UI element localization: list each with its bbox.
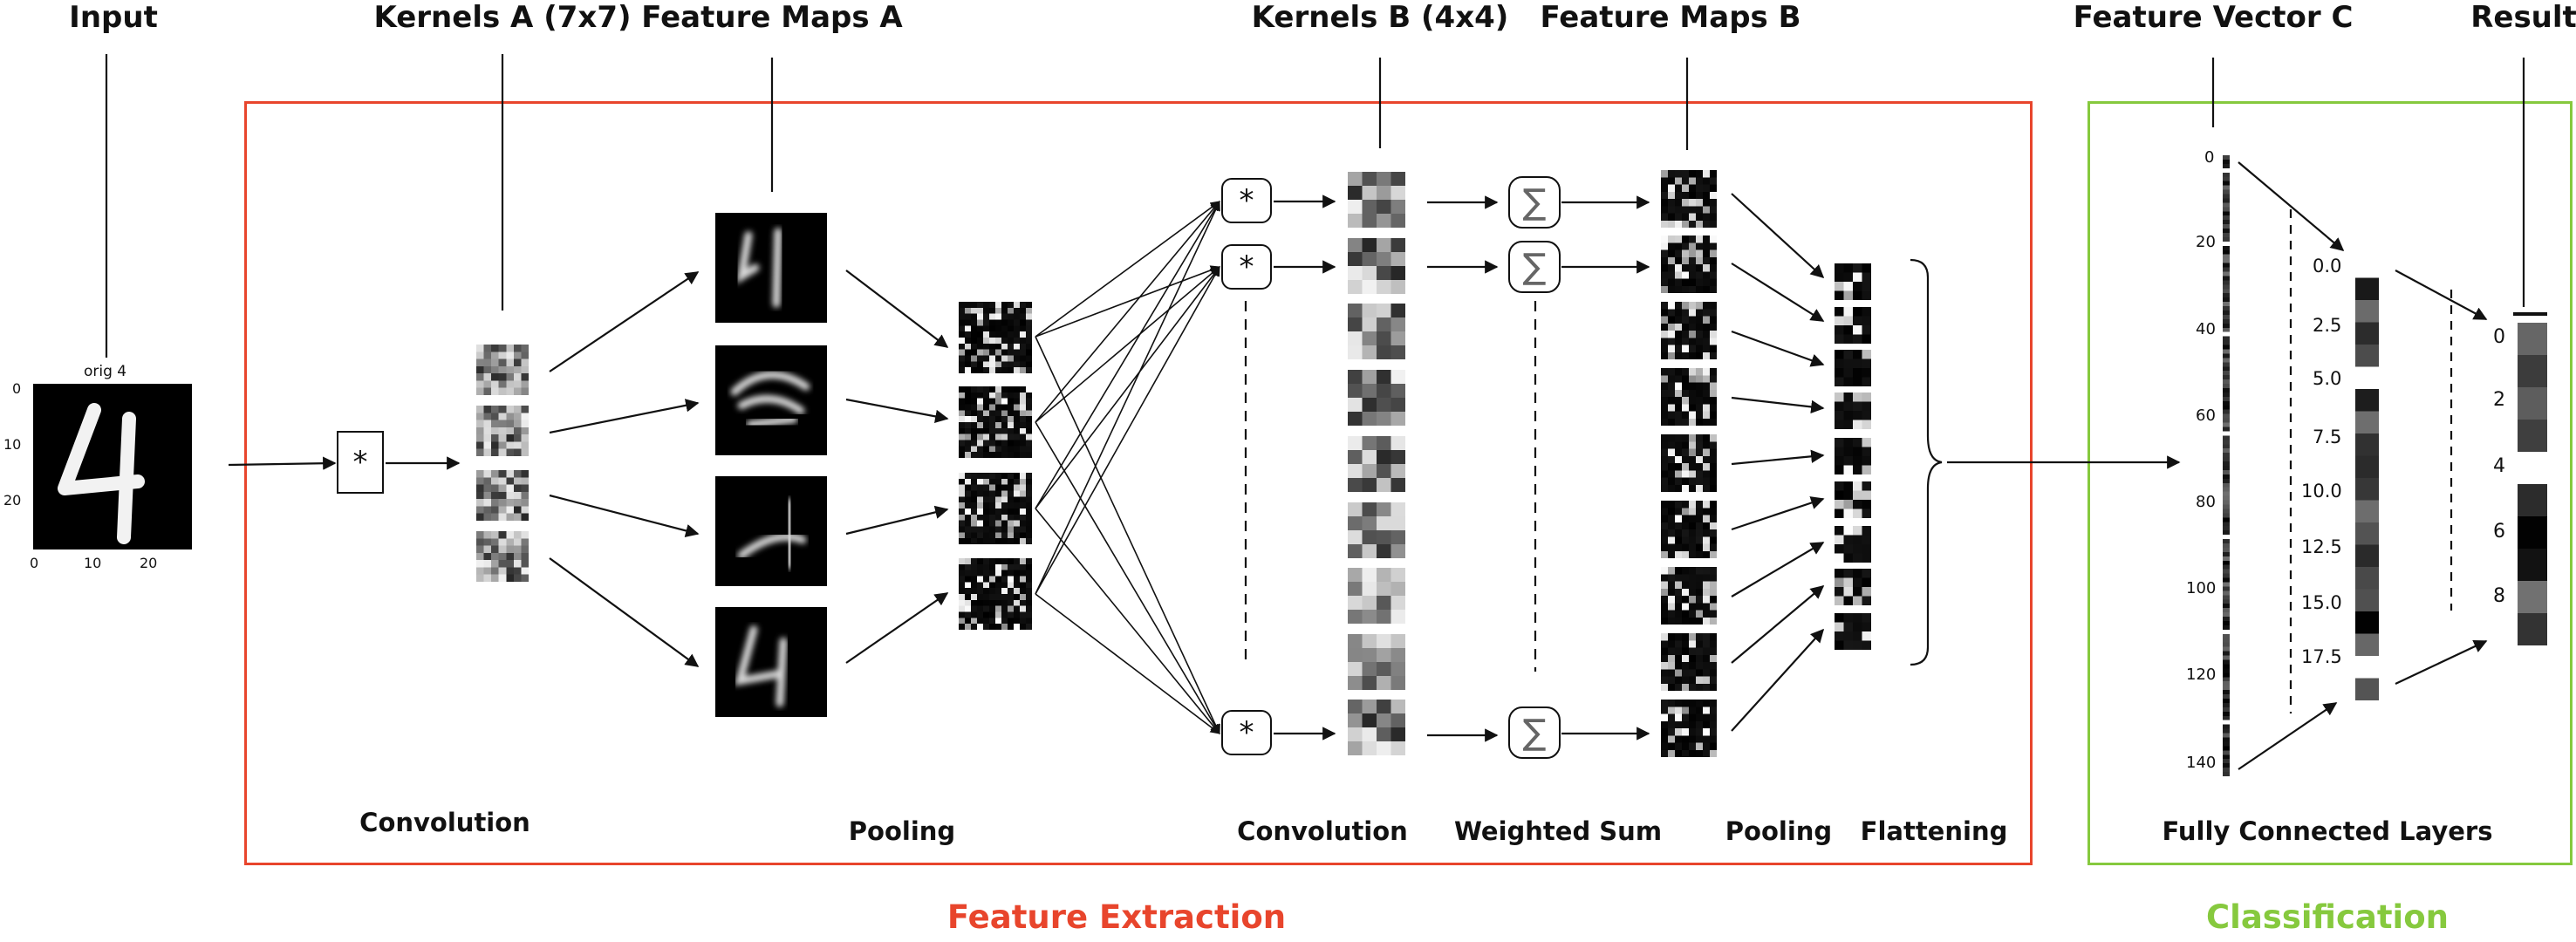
feature-map-b-tile [1661,434,1717,492]
result-tick: 4 [2493,455,2505,477]
header-result: Result [2470,0,2576,35]
kernel-b-tile [1348,436,1405,492]
kernel-a-tile [476,470,529,521]
feature-vector-c-tick: 120 [2186,666,2217,684]
convolution-operator-b: * [1221,710,1272,755]
kernel-b-tile [1348,370,1405,426]
pooled-map-a-tile [959,386,1032,458]
kernel-a-tile [476,345,529,395]
stage-label-pooling-a: Pooling [848,816,956,846]
header-feature-maps-b: Feature Maps B [1540,0,1801,35]
feature-vector-c-strip [2223,155,2230,776]
header-feature-vector-c: Feature Vector C [2073,0,2354,35]
result-tick: 2 [2493,389,2505,411]
weighted-sum-operator: ∑ [1508,241,1561,293]
fc-hidden-tick: 5.0 [2313,368,2342,389]
classification-panel [2087,101,2573,865]
kernel-b-tile [1348,304,1405,359]
feature-map-b-tile [1661,567,1717,625]
feature-vector-c-tick: 20 [2196,233,2216,251]
fc-hidden-tick: 7.5 [2313,427,2342,447]
feature-vector-c-tick: 100 [2186,579,2217,597]
stage-label-convolution-a: Convolution [359,808,530,837]
kernel-a-tile [476,531,529,582]
header-kernels-b: Kernels B (4x4) [1251,0,1509,35]
fc-hidden-tick: 12.5 [2301,536,2342,557]
input-y-tick: 20 [3,492,22,509]
pooled-map-a-tile [959,302,1032,373]
kernel-b-tile [1348,700,1405,755]
pooled-map-b-tile [1835,307,1871,344]
fc-hidden-vector [2355,256,2379,700]
kernel-b-tile [1348,172,1405,228]
feature-map-a-tile [715,345,827,455]
weighted-sum-operator: ∑ [1508,706,1561,759]
stage-label-convolution-b: Convolution [1237,816,1408,846]
fc-hidden-tick: 2.5 [2313,315,2342,336]
pooled-map-b-tile [1835,569,1871,605]
fc-hidden-tick: 0.0 [2313,256,2342,276]
feature-map-b-tile [1661,236,1717,293]
feature-extraction-panel [244,101,2033,865]
stage-label-fully-connected: Fully Connected Layers [2162,816,2493,846]
kernel-b-tile [1348,568,1405,624]
weighted-sum-operator: ∑ [1508,176,1561,229]
input-image-title: orig 4 [84,363,127,380]
fc-hidden-tick: 15.0 [2301,592,2342,613]
header-feature-maps-a: Feature Maps A [641,0,903,35]
feature-map-a-tile [715,213,827,323]
feature-map-b-tile [1661,501,1717,558]
input-x-tick: 20 [140,555,158,571]
feature-vector-c-tick: 60 [2196,406,2216,425]
stage-label-flattening: Flattening [1860,816,2008,846]
convolution-operator-b: * [1221,244,1272,290]
result-tick: 6 [2493,521,2505,543]
feature-vector-c-tick: 0 [2204,148,2215,167]
pooled-map-b-tile [1835,438,1871,474]
convolution-operator-b: * [1221,178,1272,223]
feature-map-b-tile [1661,368,1717,426]
fc-hidden-tick: 10.0 [2301,481,2342,502]
input-digit-image [33,384,192,550]
kernel-b-tile [1348,238,1405,294]
header-kernels-a: Kernels A (7x7) [373,0,632,35]
convolution-operator-a: * [337,431,384,494]
feature-map-b-tile [1661,700,1717,757]
header-input: Input [69,0,158,35]
stage-label-weighted-sum: Weighted Sum [1453,816,1663,846]
pooled-map-a-tile [959,558,1032,630]
pooled-map-b-tile [1835,526,1871,563]
kernel-b-tile [1348,502,1405,558]
feature-map-a-tile [715,607,827,717]
input-x-tick: 10 [84,555,102,571]
pooled-map-b-tile [1835,481,1871,518]
feature-vector-c-tick: 80 [2196,493,2216,511]
fc-hidden-tick: 17.5 [2301,646,2342,667]
input-y-tick: 0 [12,380,22,397]
result-tick: 8 [2493,585,2505,607]
result-tick: 0 [2493,326,2505,348]
pooled-map-b-tile [1835,613,1871,650]
stage-label-pooling-b: Pooling [1725,816,1833,846]
feature-map-b-tile [1661,302,1717,359]
input-x-tick: 0 [30,555,39,571]
feature-map-b-tile [1661,170,1717,228]
pooled-map-b-tile [1835,392,1871,429]
feature-map-a-tile [715,476,827,586]
pooled-map-b-tile [1835,263,1871,300]
section-label-classification: Classification [2206,898,2449,936]
feature-vector-c-tick: 140 [2186,754,2217,772]
kernel-b-tile [1348,634,1405,690]
feature-vector-c-tick: 40 [2196,320,2216,338]
pooled-map-b-tile [1835,350,1871,386]
kernel-a-tile [476,406,529,456]
section-label-feature-extraction: Feature Extraction [946,898,1287,936]
input-y-tick: 10 [3,436,22,453]
pooled-map-a-tile [959,473,1032,544]
feature-map-b-tile [1661,633,1717,691]
result-vector [2518,323,2547,645]
